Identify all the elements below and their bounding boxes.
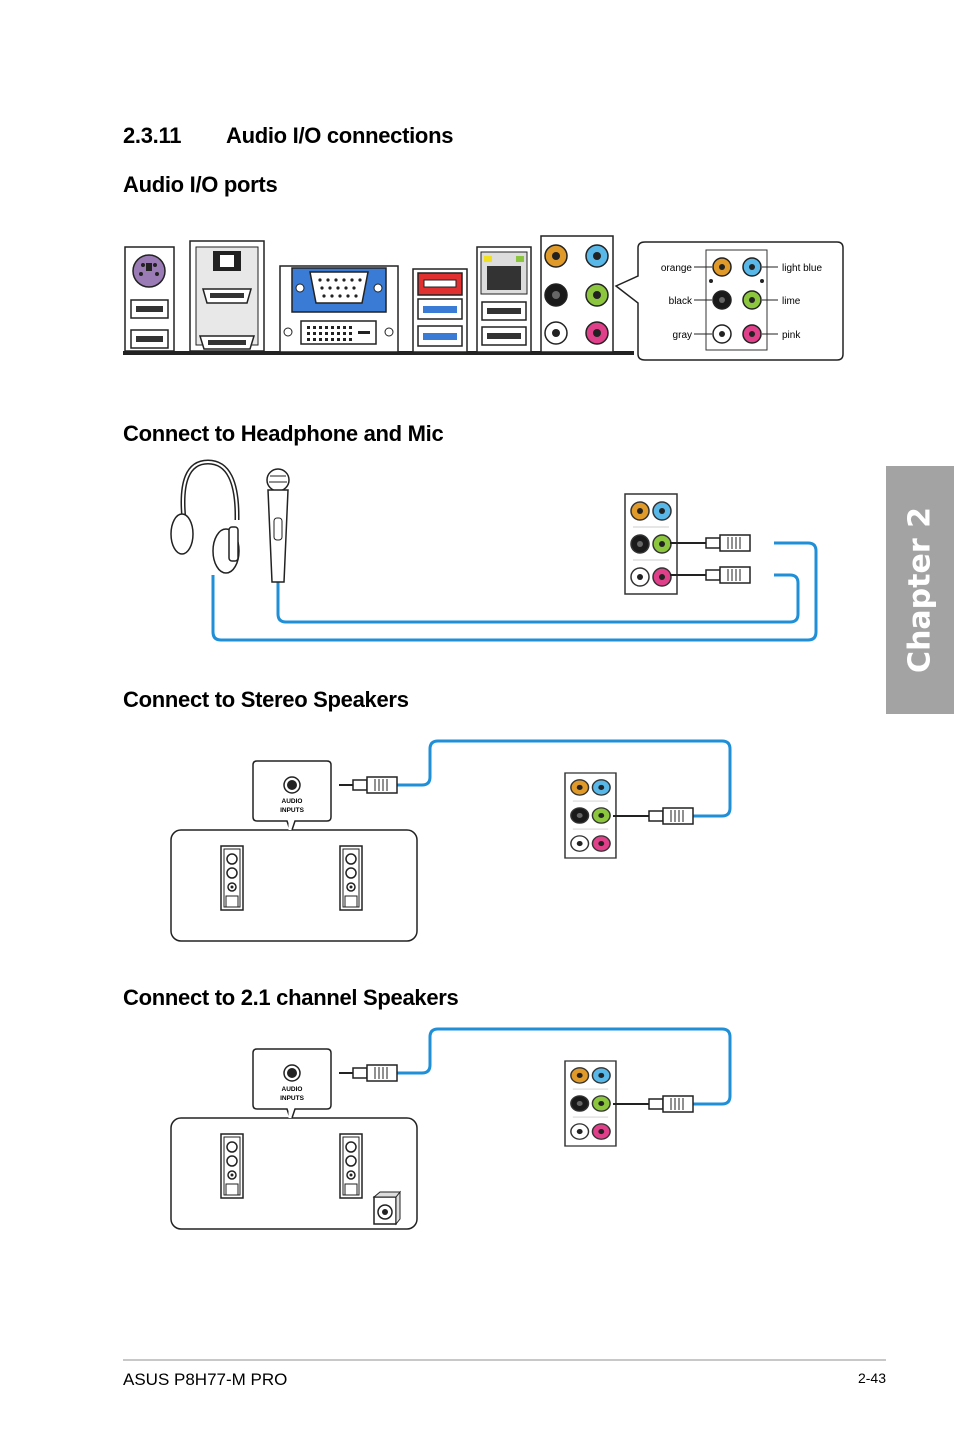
rear-io-panel: orange black gray light blue lime pink <box>123 235 844 361</box>
section-number: 2.3.11 <box>123 123 182 148</box>
plug-icon <box>691 566 751 584</box>
legend-light-blue: light blue <box>782 263 822 274</box>
lan-usb-port <box>476 246 532 353</box>
heading-stereo-speakers: Connect to Stereo Speakers <box>123 687 409 712</box>
heading-audio-ports: Audio I/O ports <box>123 172 278 197</box>
section-title: 2.3.11 Audio I/O connections <box>123 123 453 149</box>
stereo-speakers-diagram: AUDIO INPUTS <box>170 739 732 942</box>
speaker-icon <box>220 1133 244 1199</box>
audio-inputs-label: AUDIO <box>282 798 303 805</box>
vga-dvi-port <box>279 265 399 353</box>
plug-icon <box>338 776 398 794</box>
speaker-icon <box>339 1133 363 1199</box>
ps2-usb-port <box>124 246 175 352</box>
footer-product: ASUS P8H77-M PRO <box>123 1370 288 1389</box>
legend-orange: orange <box>661 263 693 274</box>
audio-inputs-label: AUDIO <box>282 1086 303 1093</box>
heading-21-speakers: Connect to 2.1 channel Speakers <box>123 985 459 1010</box>
plug-icon <box>634 807 694 825</box>
jack-panel <box>564 1060 617 1147</box>
legend-gray: gray <box>673 330 692 341</box>
jack-legend: orange black gray light blue lime pink <box>614 241 844 361</box>
legend-pink: pink <box>782 330 801 341</box>
chapter-tab[interactable]: Chapter 2 <box>886 466 954 714</box>
headphone-icon <box>170 459 240 574</box>
speaker-group <box>170 829 418 942</box>
plug-icon <box>691 534 751 552</box>
jack-panel <box>564 772 617 859</box>
legend-lime: lime <box>782 296 801 307</box>
hdmi-optical-port <box>189 240 265 352</box>
footer-page-number: 2-43 <box>857 1370 886 1386</box>
audio-inputs-label: INPUTS <box>280 807 305 814</box>
audio-inputs-box <box>252 1048 332 1122</box>
headphone-mic-diagram <box>170 459 818 642</box>
speaker-icon <box>220 845 244 911</box>
plug-icon <box>634 1095 694 1113</box>
audio-jacks <box>540 235 614 353</box>
audio-inputs-label: INPUTS <box>280 1095 305 1102</box>
audio-inputs-box <box>252 760 332 834</box>
heading-headphone-mic: Connect to Headphone and Mic <box>123 421 444 446</box>
speaker-icon <box>339 845 363 911</box>
21-speakers-diagram: AUDIO INPUTS <box>170 1027 732 1230</box>
footer-divider <box>123 1359 886 1361</box>
jack-panel <box>624 493 678 595</box>
plug-icon <box>338 1064 398 1082</box>
esata-usb3-port <box>412 268 468 353</box>
subwoofer-icon <box>372 1190 402 1226</box>
microphone-icon <box>266 468 290 583</box>
section-title-text: Audio I/O connections <box>226 123 454 148</box>
legend-black: black <box>669 296 693 307</box>
